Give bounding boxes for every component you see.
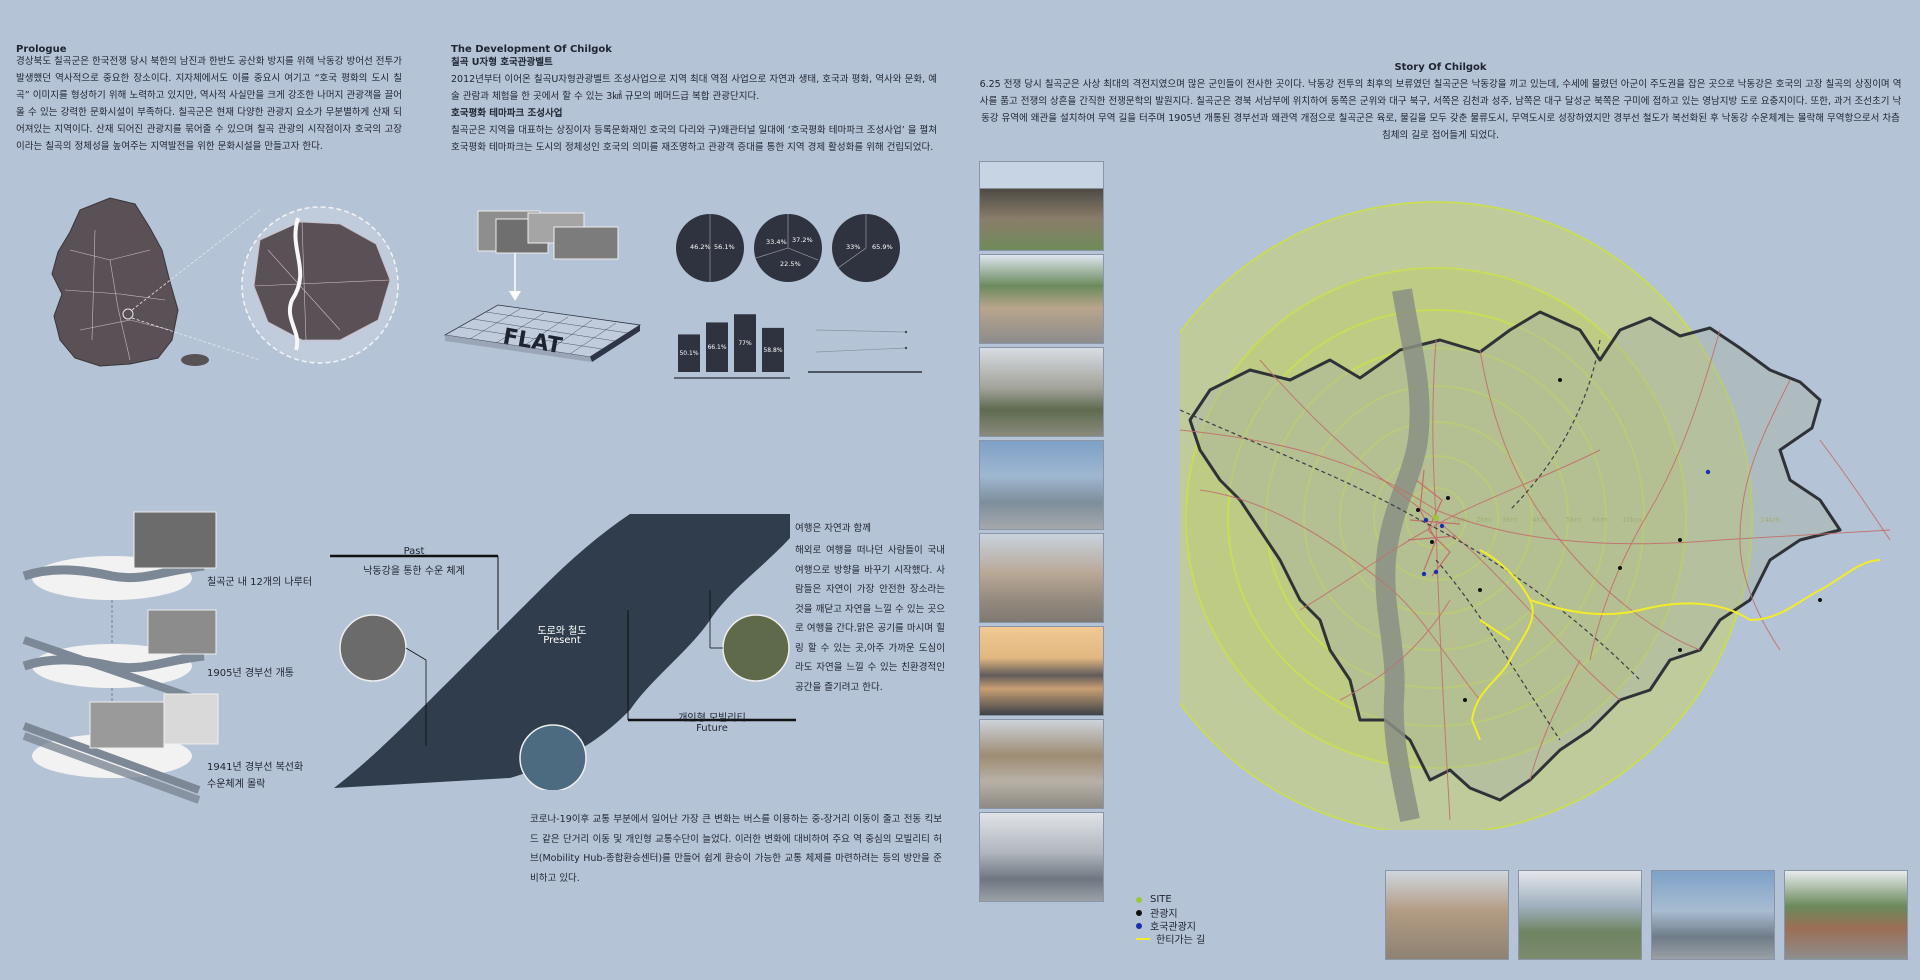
legend-patriotic-dot [1136,922,1142,929]
bar-3 [734,314,756,372]
strip-photo-8 [979,812,1104,902]
history-label-2: 1905년 경부선 개통 [207,668,295,679]
timeline-present-b: Present [543,635,581,646]
pie-charts: 46.2% 56.1% 33.4% 37.2% 22.5% 33% 65.9% [676,214,900,282]
line-chart [808,329,922,373]
river-white [288,217,303,351]
svg-text:1km: 1km [1452,516,1468,524]
timeline-band [334,514,790,788]
timeline-photo-past [339,614,407,682]
strip-photo-5 [979,533,1104,623]
development-text1: 2012년부터 이어온 칠곡U자형관광벨트 조성사업으로 지역 최대 역점 사업… [451,74,937,102]
korea-map-figure [51,197,399,367]
chilgok-boundary [1188,310,1842,802]
bar-label-2: 66.1% [707,344,726,351]
bar-4 [762,327,784,372]
pie3-label-1: 33% [846,243,860,251]
railway-dashed [1180,339,1641,741]
svg-text:10km: 10km [1622,516,1642,524]
history-map-4 [163,693,219,745]
history-diagram [22,511,219,804]
timeline-photo-future [722,614,790,682]
timeline-future-sub: 개인형 모빌리티 [678,713,746,724]
pie1-label-1: 46.2% [690,243,711,251]
bottom-photo-3 [1651,870,1775,960]
korea-map-silhouette [51,197,179,367]
bar-label-3: 77% [738,340,752,347]
timeline-future: Future [696,723,728,734]
ring-distance-labels: 1km 2km 3km 4km 5km 6km 10km 14km [1452,516,1780,524]
bar-1 [678,334,700,372]
jeju-island [181,354,209,366]
bottom-photo-4 [1784,870,1908,960]
legend-tourist-dot [1136,909,1142,916]
story-text: 6.25 전쟁 당시 칠곡군은 사상 최대의 격전지였으며 많은 군인들이 전사… [979,79,1902,141]
legend-hanti-road: 한티가는 길 [1136,932,1205,946]
legend-site-dot [1136,896,1142,903]
strip-photo-4 [979,440,1104,530]
bottom-photo-1 [1385,870,1509,960]
bottom-photo-2 [1518,870,1642,960]
pie1-label-2: 56.1% [714,243,735,251]
travel-text: 해외로 여행을 떠나던 사람들이 국내 여행으로 방향을 바꾸기 시작했다. 사… [795,545,945,693]
prologue-text: 경상북도 칠곡군은 한국전쟁 당시 북한의 남진과 한반도 공산화 방지를 위해… [16,56,402,152]
timeline-photo-present [519,724,587,790]
development-title: The Development Of Chilgok [451,44,612,55]
prologue-title: Prologue [16,44,67,55]
strip-photo-1 [979,161,1104,251]
history-photo-1 [133,511,217,569]
history-label-3b: 수운체계 몰락 [207,779,266,790]
history-label-3a: 1941년 경부선 복선화 [207,762,304,773]
map-legend: SITE 관광지 호국관광지 한티가는 길 [1136,893,1205,946]
history-photo-2 [147,609,217,655]
site-point [1433,515,1439,521]
history-label-1: 칠곡군 내 12개의 나루터 [207,577,313,588]
legend-tourist: 관광지 [1136,906,1205,920]
development-text2: 칠곡군은 지역을 대표하는 상징이자 등록문화재인 호국의 다리와 구)왜관터널… [451,125,938,153]
svg-text:3km: 3km [1502,516,1518,524]
strip-photo-3 [979,347,1104,437]
bar-label-4: 58.8% [763,347,782,354]
pie-chart-1: 46.2% 56.1% [676,214,744,282]
tourist-points [1416,378,1822,702]
patriotic-points [1421,469,1711,577]
travel-line1: 여행은 자연과 함께 [795,523,871,534]
timeline-diagram [330,514,796,790]
pie-chart-2: 33.4% 37.2% 22.5% [754,214,822,282]
svg-text:5km: 5km [1566,516,1582,524]
svg-text:2km: 2km [1476,516,1492,524]
bar-2 [706,322,728,372]
strip-photo-6 [979,626,1104,716]
nakdong-river [1375,288,1430,822]
pie2-label-3: 22.5% [780,260,801,268]
hanti-road-path [1470,549,1881,741]
bar-label-1: 50.1% [679,350,698,357]
timeline-past-sub: 낙동강을 통한 수운 체계 [363,566,465,577]
development-sub1: 칠곡 U자형 호국관광벨트 [451,57,553,68]
legend-hanti-line [1136,937,1150,940]
legend-patriotic: 호국관광지 [1136,919,1205,933]
mobility-text: 코로나-19이후 교통 부분에서 일어난 가장 큰 변화는 버스를 이용하는 중… [530,814,942,884]
collage-photo-4 [553,226,619,260]
down-arrow-icon [509,291,521,301]
svg-text:4km: 4km [1532,516,1548,524]
pie2-label-2: 37.2% [792,236,813,244]
center-road-cluster [1407,469,1461,577]
bar-chart: 50.1% 66.1% 77% 58.8% [674,314,790,379]
svg-text:6km: 6km [1592,516,1608,524]
strip-photo-7 [979,719,1104,809]
development-sub2: 호국평화 테마파크 조성사업 [451,108,563,119]
legend-site: SITE [1136,893,1205,906]
svg-text:14km: 14km [1760,516,1780,524]
flat-diagram: FLAT [443,210,642,362]
chilgok-ring-map: 1km 2km 3km 4km 5km 6km 10km 14km [1180,201,1891,830]
pie2-label-1: 33.4% [766,238,787,246]
strip-photo-2 [979,254,1104,344]
pie-chart-3: 33% 65.9% [832,214,900,282]
timeline-present-a: 도로와 철도 [537,626,587,637]
timeline-past: Past [403,546,425,557]
pie3-label-2: 65.9% [872,243,893,251]
history-photo-3 [89,701,165,749]
story-title: Story Of Chilgok [1394,62,1487,73]
